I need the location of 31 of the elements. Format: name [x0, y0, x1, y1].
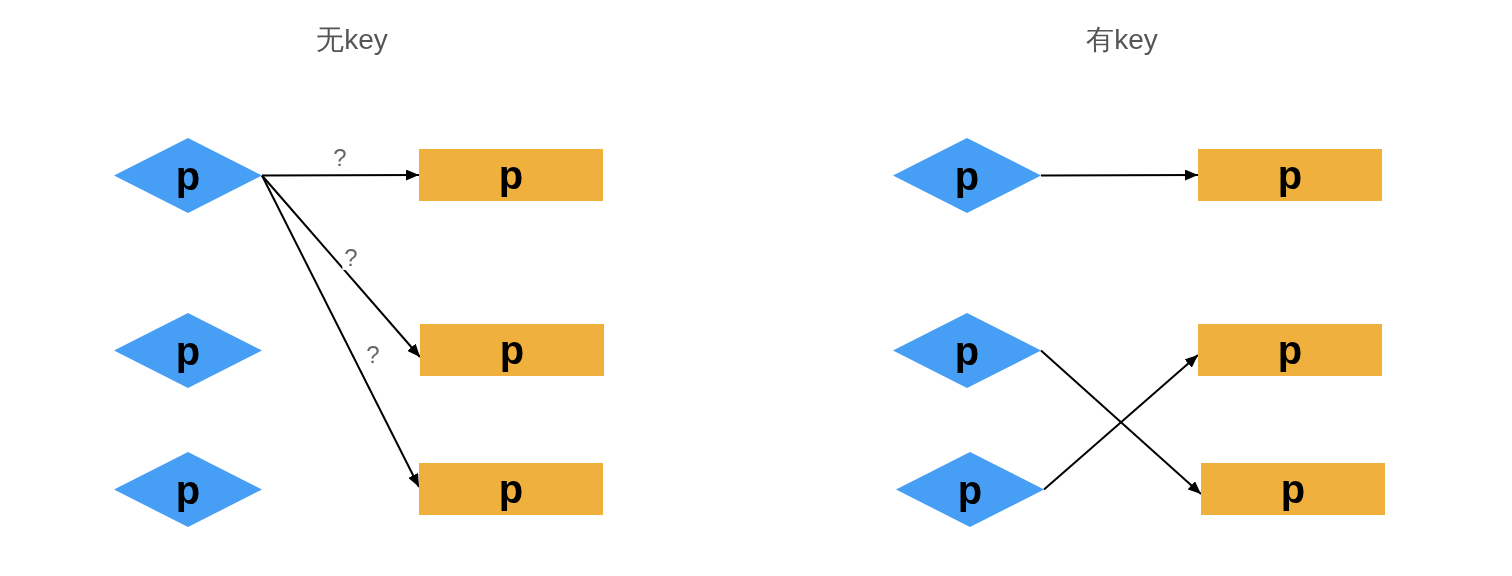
diamond-node — [114, 138, 262, 213]
process-box — [419, 149, 603, 201]
process-box — [420, 324, 604, 376]
process-box — [419, 463, 603, 515]
arrow — [1040, 169, 1199, 181]
arrow — [261, 169, 420, 181]
node-label: p — [498, 469, 524, 509]
diamond-node — [114, 313, 262, 388]
process-box — [1198, 324, 1382, 376]
arrow — [261, 174, 421, 358]
diamond-node — [114, 452, 262, 527]
node-label: p — [1277, 330, 1303, 370]
arrow — [261, 174, 420, 488]
node-label: p — [175, 330, 201, 371]
node-label: p — [1277, 155, 1303, 195]
diamond-node — [893, 138, 1041, 213]
diamond-node — [896, 452, 1044, 527]
node-label: p — [957, 469, 983, 510]
node-label: p — [175, 469, 201, 510]
node-label: p — [1280, 469, 1306, 509]
process-box — [1201, 463, 1385, 515]
section-title: 无key — [316, 26, 388, 54]
node-label: p — [499, 330, 525, 370]
process-box — [1198, 149, 1382, 201]
node-label: p — [954, 330, 980, 371]
section-title: 有key — [1086, 26, 1158, 54]
edge-label: ? — [342, 246, 360, 270]
node-label: p — [954, 155, 980, 196]
diamond-node — [893, 313, 1041, 388]
node-label: p — [175, 155, 201, 196]
node-label: p — [498, 155, 524, 195]
